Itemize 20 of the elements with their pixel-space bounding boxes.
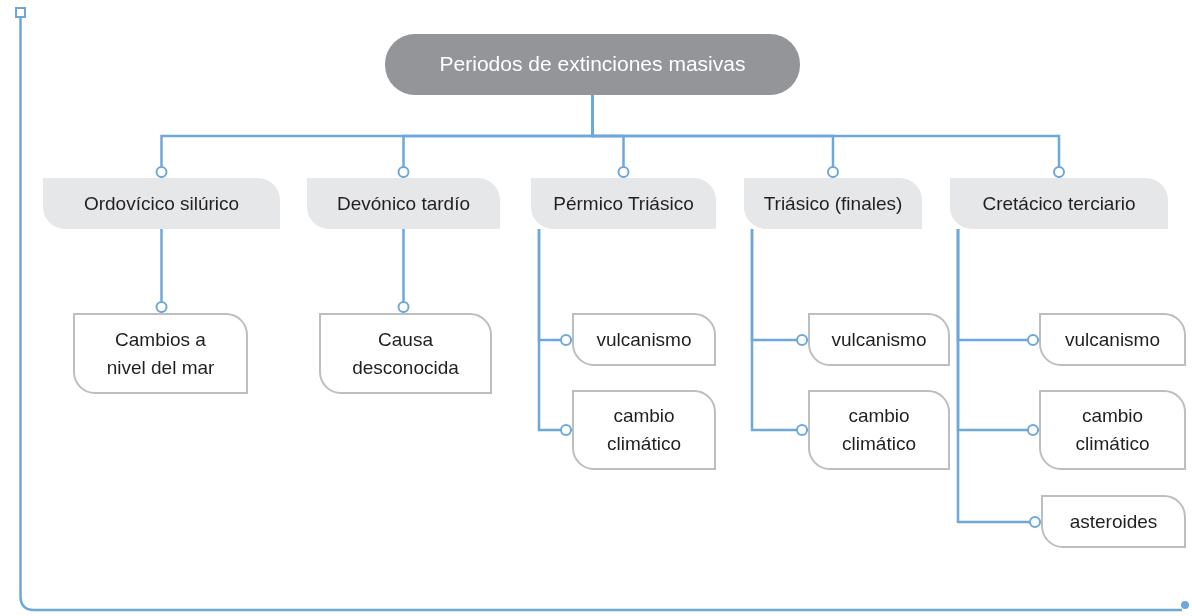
connector-line [750,229,808,436]
cause-box: Causa desconocida [319,313,492,394]
period-tab: Ordovícico silúrico [43,178,280,229]
cause-box: cambio climático [572,390,716,470]
title-box: Periodos de extinciones masivas [385,34,800,95]
period-tab: Triásico (finales) [744,178,922,229]
connector-line [537,229,572,436]
cause-box: vulcanismo [808,313,950,366]
period-tab: Pérmico Triásico [531,178,716,229]
connector-line [397,229,410,313]
period-tab: Devónico tardío [307,178,500,229]
cause-box: asteroides [1041,495,1186,548]
cause-box: cambio climático [1039,390,1186,470]
period-tab: Cretácico terciario [950,178,1168,229]
connector-line [155,229,168,313]
cause-box: vulcanismo [1039,313,1186,366]
connector-line [956,229,1041,528]
cause-box: cambio climático [808,390,950,470]
cause-box: vulcanismo [572,313,716,366]
cause-box: Cambios a nivel del mar [73,313,248,394]
